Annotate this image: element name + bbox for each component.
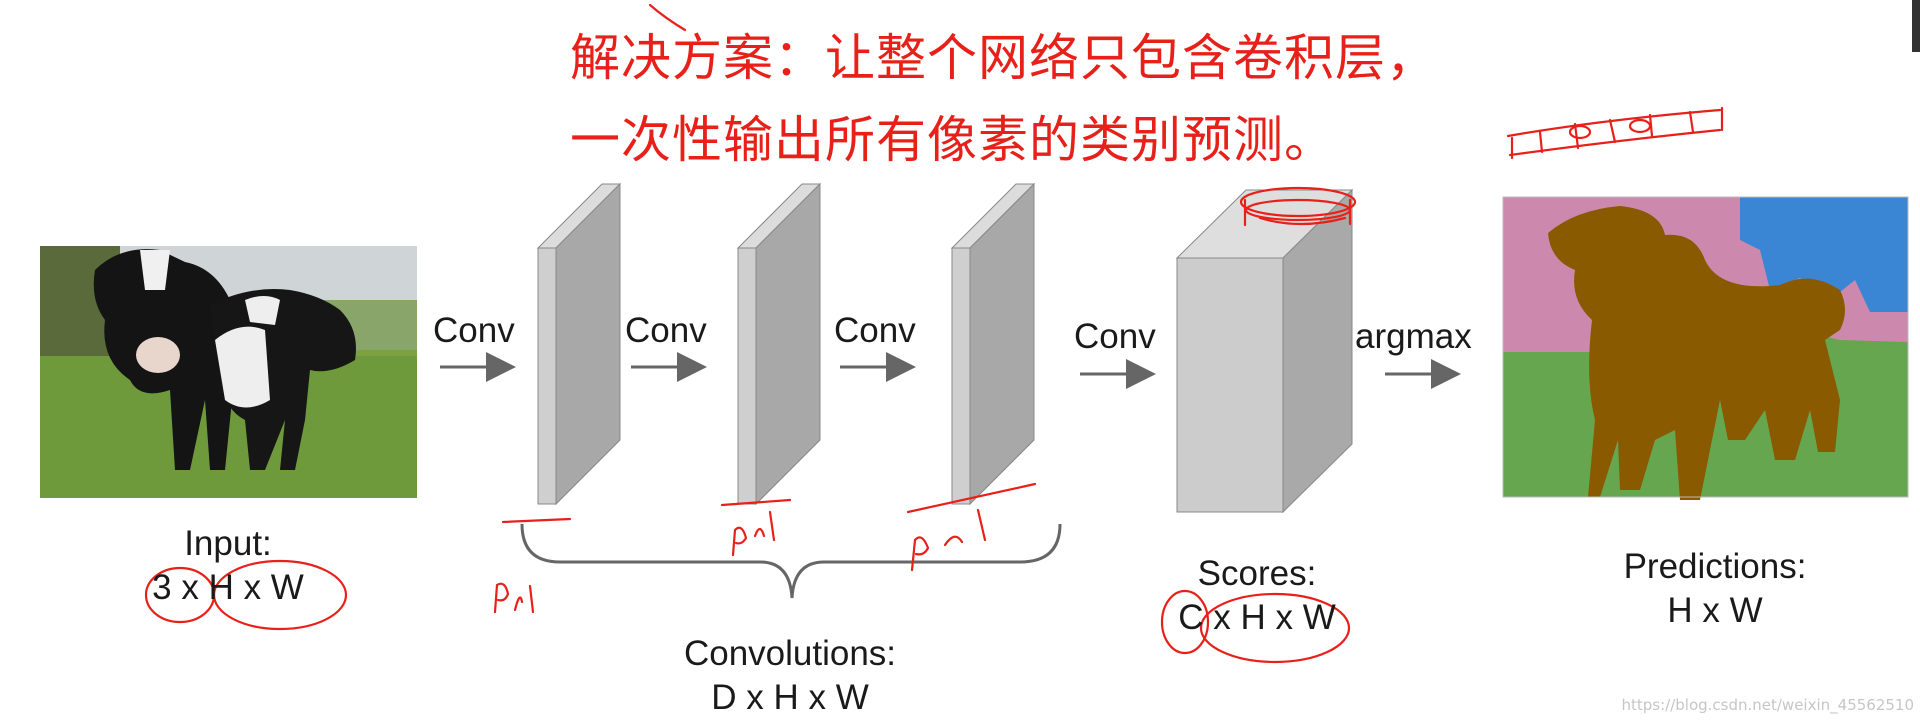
predictions-label: Predictions: H x W: [1590, 545, 1840, 633]
convolutions-dims: D x H x W: [711, 678, 869, 717]
headline-line-1: 解决方案：让整个网络只包含卷积层，: [570, 29, 1437, 87]
handwritten-annotations: [144, 3, 1724, 664]
predictions-dims: H x W: [1667, 591, 1763, 630]
scores-title: Scores:: [1197, 554, 1317, 593]
conv-slab-1: [536, 182, 622, 506]
input-title: Input:: [184, 524, 272, 563]
conv-label-4: Conv: [1074, 317, 1156, 356]
conv-slab-2: [736, 182, 822, 506]
input-dims: 3 x H x W: [152, 568, 304, 607]
scores-label: Scores: C x H x W: [1142, 552, 1372, 640]
convolutions-brace: [520, 523, 1062, 599]
input-photo: [40, 246, 417, 498]
predictions-segmentation: [1503, 197, 1908, 500]
input-label: Input: 3 x H x W: [128, 522, 328, 610]
conv-label-2: Conv: [625, 311, 707, 350]
convolutions-label: Convolutions: D x H x W: [650, 632, 930, 720]
watermark: https://blog.csdn.net/weixin_45562510: [1621, 696, 1914, 714]
convolutions-title: Convolutions:: [683, 634, 897, 673]
scores-dims: C x H x W: [1178, 598, 1336, 637]
window-edge: [1912, 0, 1920, 52]
predictions-title: Predictions:: [1623, 547, 1807, 586]
conv-label-3: Conv: [834, 311, 916, 350]
headline-line-2: 一次性输出所有像素的类别预测。: [570, 111, 1335, 169]
scores-box: [1175, 188, 1354, 514]
argmax-label: argmax: [1355, 317, 1472, 356]
conv-slab-3: [950, 182, 1036, 506]
conv-label-1: Conv: [433, 311, 515, 350]
